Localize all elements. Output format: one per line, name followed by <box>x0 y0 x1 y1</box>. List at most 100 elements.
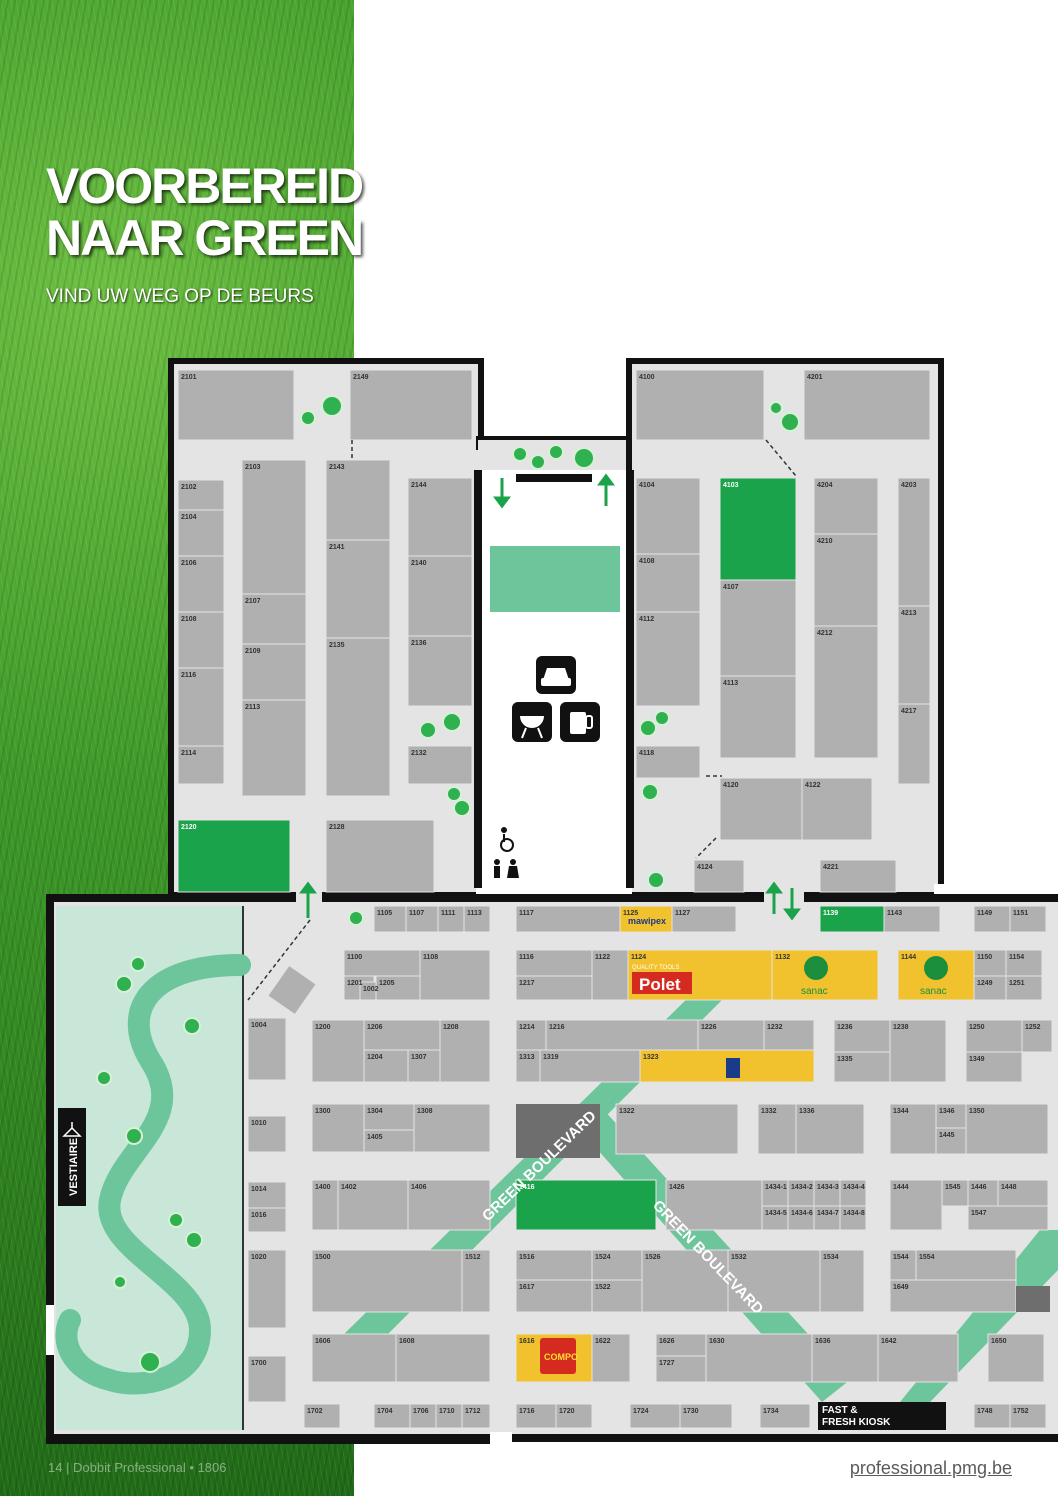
booth-1649[interactable] <box>889 1279 1017 1313</box>
booth-1205[interactable] <box>375 975 421 1001</box>
booth-1208[interactable] <box>439 1019 491 1083</box>
booth-1724[interactable] <box>629 1403 681 1429</box>
booth-4212[interactable] <box>813 625 879 759</box>
booth-2102[interactable] <box>177 479 225 511</box>
booth-1608[interactable] <box>395 1333 491 1383</box>
booth-1406[interactable] <box>407 1179 491 1231</box>
booth-2108[interactable] <box>177 611 225 669</box>
booth-2136[interactable] <box>407 635 473 707</box>
booth-2109[interactable] <box>241 643 307 701</box>
booth-1434-4[interactable] <box>839 1179 867 1207</box>
booth-1730[interactable] <box>679 1403 733 1429</box>
booth-1720[interactable] <box>555 1403 593 1429</box>
booth-4118[interactable] <box>635 745 701 779</box>
booth-1132[interactable] <box>771 949 879 1001</box>
booth-1122[interactable] <box>591 949 629 1001</box>
booth-4113[interactable] <box>719 675 797 759</box>
booth-1522[interactable] <box>591 1279 643 1313</box>
booth-1236[interactable] <box>833 1019 891 1053</box>
booth-1313[interactable] <box>515 1049 541 1083</box>
booth-1704[interactable] <box>373 1403 411 1429</box>
booth-1448[interactable] <box>997 1179 1049 1207</box>
booth-1524[interactable] <box>591 1249 643 1281</box>
booth-1534[interactable] <box>819 1249 865 1313</box>
booth-4100[interactable] <box>635 369 765 441</box>
booth-1004[interactable] <box>247 1017 287 1081</box>
booth-2144[interactable] <box>407 477 473 557</box>
booth-2135[interactable] <box>325 637 391 797</box>
booth-4120[interactable] <box>719 777 803 841</box>
booth-4217[interactable] <box>897 703 931 785</box>
booth-1700[interactable] <box>247 1355 287 1403</box>
booth-1545[interactable] <box>941 1179 969 1207</box>
booth-1402[interactable] <box>337 1179 409 1231</box>
booth-1532[interactable] <box>727 1249 821 1313</box>
booth-1702[interactable] <box>303 1403 341 1429</box>
booth-1307[interactable] <box>407 1049 441 1083</box>
booth-1117[interactable] <box>515 905 621 933</box>
booth-1426[interactable] <box>665 1179 763 1231</box>
booth-2103[interactable] <box>241 459 307 595</box>
booth-1204[interactable] <box>363 1049 409 1083</box>
booth-1252[interactable] <box>1021 1019 1053 1053</box>
booth-2113[interactable] <box>241 699 307 797</box>
booth-2101[interactable] <box>177 369 295 441</box>
booth-1349[interactable] <box>965 1051 1023 1083</box>
booth-1020[interactable] <box>247 1249 287 1329</box>
booth-1336[interactable] <box>795 1103 865 1155</box>
booth-1526[interactable] <box>641 1249 729 1313</box>
booth-1107[interactable] <box>405 905 439 933</box>
booth-1232[interactable] <box>763 1019 815 1051</box>
booth-1716[interactable] <box>515 1403 557 1429</box>
booth-1512[interactable] <box>461 1249 491 1313</box>
booth-1217[interactable] <box>515 975 593 1001</box>
booth-1251[interactable] <box>1005 975 1043 1001</box>
booth-1151[interactable] <box>1009 905 1047 933</box>
page-footer-link[interactable]: professional.pmg.be <box>849 1458 1012 1478</box>
booth-1748[interactable] <box>973 1403 1011 1429</box>
booth-1143[interactable] <box>883 905 941 933</box>
booth-1238[interactable] <box>889 1019 947 1083</box>
booth-4221[interactable] <box>819 859 897 893</box>
booth-1752[interactable] <box>1009 1403 1047 1429</box>
booth-1444[interactable] <box>889 1179 943 1231</box>
booth-1139[interactable] <box>819 905 885 933</box>
booth-1116[interactable] <box>515 949 593 977</box>
booth-1642[interactable] <box>877 1333 959 1383</box>
booth-1149[interactable] <box>973 905 1011 933</box>
booth-1405[interactable] <box>363 1129 415 1153</box>
booth-1500[interactable] <box>311 1249 463 1313</box>
booth-1200[interactable] <box>311 1019 365 1083</box>
booth-1445[interactable] <box>935 1127 967 1155</box>
booth-1125[interactable] <box>619 905 673 933</box>
booth-1434-5[interactable] <box>761 1205 789 1231</box>
booth-4124[interactable] <box>693 859 745 893</box>
booth-1606[interactable] <box>311 1333 397 1383</box>
booth-2132[interactable] <box>407 745 473 785</box>
booth-4103[interactable] <box>719 477 797 581</box>
booth-1100[interactable] <box>343 949 421 977</box>
booth-1016[interactable] <box>247 1207 287 1233</box>
booth-1434-8[interactable] <box>839 1205 867 1231</box>
booth-2116[interactable] <box>177 667 225 747</box>
booth-1300[interactable] <box>311 1103 365 1153</box>
booth-1108[interactable] <box>419 949 491 1001</box>
booth-2143[interactable] <box>325 459 391 541</box>
booth-1636[interactable] <box>811 1333 879 1383</box>
booth-4201[interactable] <box>803 369 931 441</box>
booth-2107[interactable] <box>241 593 307 645</box>
booth-2120[interactable] <box>177 819 291 893</box>
booth-4108[interactable] <box>635 553 701 613</box>
booth-1308[interactable] <box>413 1103 491 1153</box>
booth-1332[interactable] <box>757 1103 797 1155</box>
booth-1216[interactable] <box>545 1019 699 1051</box>
booth-4210[interactable] <box>813 533 879 627</box>
booth-1554[interactable] <box>915 1249 1017 1281</box>
booth-1010[interactable] <box>247 1115 287 1153</box>
booth-1434-1[interactable] <box>761 1179 789 1207</box>
booth-1154[interactable] <box>1005 949 1043 977</box>
booth-4213[interactable] <box>897 605 931 705</box>
booth-2149[interactable] <box>349 369 473 441</box>
booth-1712[interactable] <box>461 1403 491 1429</box>
booth-1113[interactable] <box>463 905 491 933</box>
